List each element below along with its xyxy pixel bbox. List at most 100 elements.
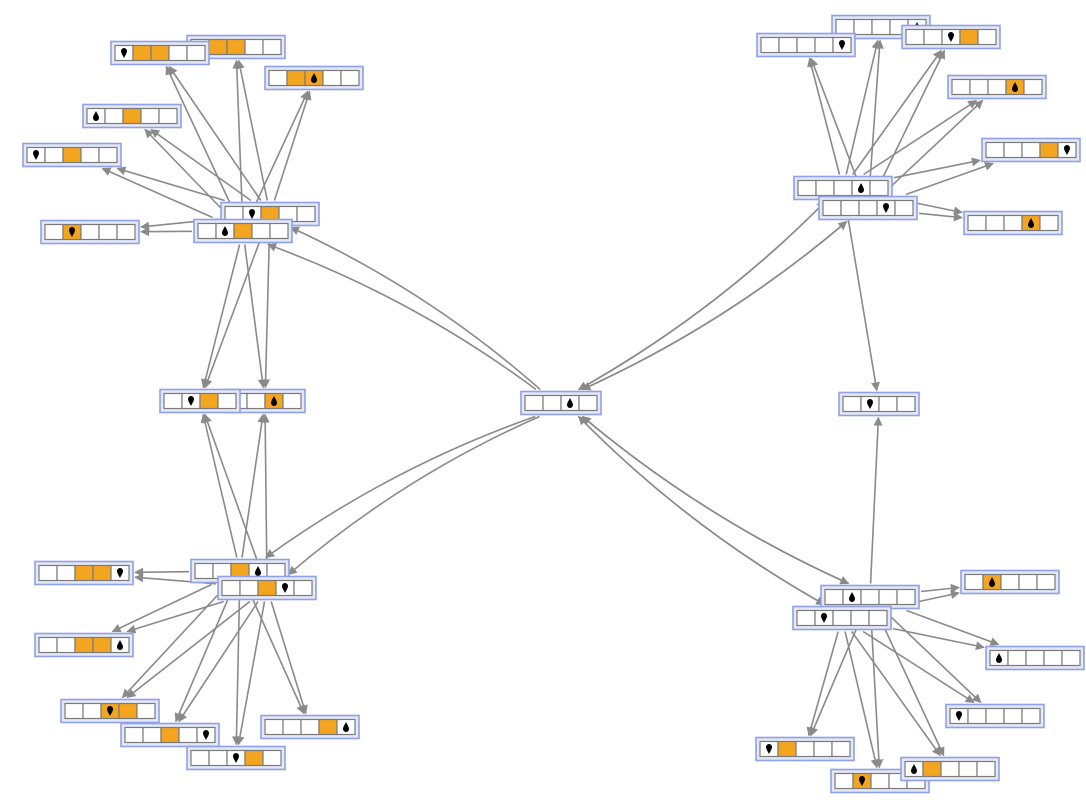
edge-root-to-tr-main-a	[578, 200, 826, 391]
tape-cell-empty	[977, 28, 997, 46]
tape-cell-empty	[217, 392, 237, 410]
tape-cell-empty	[940, 760, 960, 778]
state-node-tr-4	[947, 74, 1047, 100]
tape-cell-filled	[922, 760, 942, 778]
tape-cell-empty	[264, 718, 284, 736]
state-node-br-6	[900, 756, 1000, 782]
edge-tr-main-a-to-tr-3	[852, 49, 942, 175]
tape-cell-empty	[860, 588, 880, 606]
tape-cell-filled	[777, 740, 797, 758]
tape-cell-empty	[815, 179, 835, 197]
edges-layer	[101, 39, 1000, 769]
tape-cell-filled	[208, 38, 228, 56]
head-marker-icon	[858, 183, 864, 193]
tape-cell-empty	[158, 107, 178, 125]
tape-cell-empty	[1061, 649, 1081, 667]
edge-br-main-a-to-br-1	[920, 583, 960, 593]
tape-cell-filled	[226, 38, 246, 56]
tape-cell-empty	[80, 223, 100, 241]
edge-tl-main-a-to-ml-b	[203, 227, 266, 389]
tape-cell-empty	[340, 69, 360, 87]
tape-cell-empty	[38, 636, 58, 654]
tape-cell-empty	[987, 78, 1007, 96]
head-marker-icon	[69, 227, 75, 237]
tape-cell-empty	[958, 760, 978, 778]
tape-cell-filled	[92, 564, 112, 582]
edge-tr-main-a-to-root	[577, 200, 826, 391]
edge-tr-main-a-to-tr-4	[863, 99, 978, 176]
edge-bl-main-b-to-ml-a	[260, 413, 270, 575]
tape-cell-empty	[98, 223, 118, 241]
edge-tl-main-a-to-tl-4	[150, 128, 252, 202]
tape-cell-empty	[985, 707, 1005, 725]
edge-bl-main-b-to-ml-b	[203, 413, 263, 575]
state-node-tr-2	[756, 32, 856, 58]
tape-cell-empty	[878, 588, 898, 606]
edge-tr-main-b-to-tr-6	[918, 212, 963, 222]
edge-tl-main-b-to-tl-1	[248, 90, 309, 218]
tape-cell-filled	[74, 564, 94, 582]
edge-tr-main-a-to-tr-5	[893, 157, 981, 179]
tape-cell-empty	[168, 44, 188, 62]
state-node-tl-main-b	[193, 218, 293, 244]
state-node-bl-1	[34, 560, 134, 586]
edge-root-to-tl-main-b	[267, 243, 537, 391]
state-node-bl-2	[34, 632, 134, 658]
tape-cell-empty	[869, 179, 889, 197]
tape-cell-empty	[1003, 141, 1023, 159]
edge-tr-main-b-to-tr-4	[881, 99, 984, 196]
head-marker-icon	[33, 150, 39, 160]
tape-cell-empty	[262, 749, 282, 767]
state-node-bl-6	[186, 745, 286, 771]
tape-cell-empty	[871, 18, 891, 36]
head-marker-icon	[343, 722, 349, 732]
edge-tl-main-b-to-tl-5	[101, 167, 213, 219]
tape-cell-empty	[197, 222, 217, 240]
edge-tr-main-b-to-tr-1	[868, 39, 884, 195]
edge-br-main-b-to-br-6	[851, 631, 941, 757]
head-marker-icon	[117, 640, 123, 650]
tape-cell-empty	[116, 223, 136, 241]
tape-cell-empty	[194, 562, 214, 580]
edge-bl-main-a-to-bl-4	[174, 584, 235, 723]
tape-cell-empty	[300, 718, 320, 736]
edge-br-main-a-to-br-3	[883, 609, 982, 704]
tape-cell-empty	[251, 222, 271, 240]
tape-cell-empty	[976, 760, 996, 778]
edge-root-to-bl-main-a	[265, 415, 536, 559]
tape-cell-empty	[796, 36, 816, 54]
tape-cell-empty	[104, 107, 124, 125]
tape-cell-empty	[813, 740, 833, 758]
tape-cell-empty	[840, 199, 860, 217]
tape-cell-empty	[246, 392, 266, 410]
tape-cell-empty	[797, 179, 817, 197]
state-node-tl-5	[22, 142, 122, 168]
edge-bl-main-a-to-bl-3	[121, 583, 229, 699]
edge-tl-main-b-to-tl-2	[232, 59, 244, 218]
tape-cell-empty	[896, 395, 916, 413]
tape-cell-empty	[282, 718, 302, 736]
tape-cell-empty	[894, 199, 914, 217]
tape-cell-filled	[92, 636, 112, 654]
tape-cell-filled	[1039, 141, 1059, 159]
edge-tl-main-b-to-tl-4	[144, 128, 231, 219]
tape-cell-filled	[122, 107, 142, 125]
state-node-br-2	[985, 645, 1085, 671]
state-node-tr-main-b	[818, 195, 918, 221]
tape-cell-empty	[186, 44, 206, 62]
edge-tl-main-b-to-ml-b	[201, 244, 241, 389]
tape-cell-empty	[967, 707, 987, 725]
tape-cell-empty	[578, 394, 598, 412]
head-marker-icon	[233, 753, 239, 763]
tape-cell-filled	[318, 718, 338, 736]
state-node-tl-4	[82, 103, 182, 129]
state-node-tl-1	[264, 65, 364, 91]
edge-br-main-b-to-br-3	[862, 630, 975, 704]
state-node-tr-6	[963, 210, 1063, 236]
tape-cell-empty	[778, 36, 798, 54]
edge-bl-main-a-to-bl-2	[111, 583, 212, 633]
state-node-root	[520, 390, 602, 416]
state-node-br-main-b	[792, 605, 892, 631]
edge-tl-main-a-to-tl-2	[235, 59, 269, 201]
